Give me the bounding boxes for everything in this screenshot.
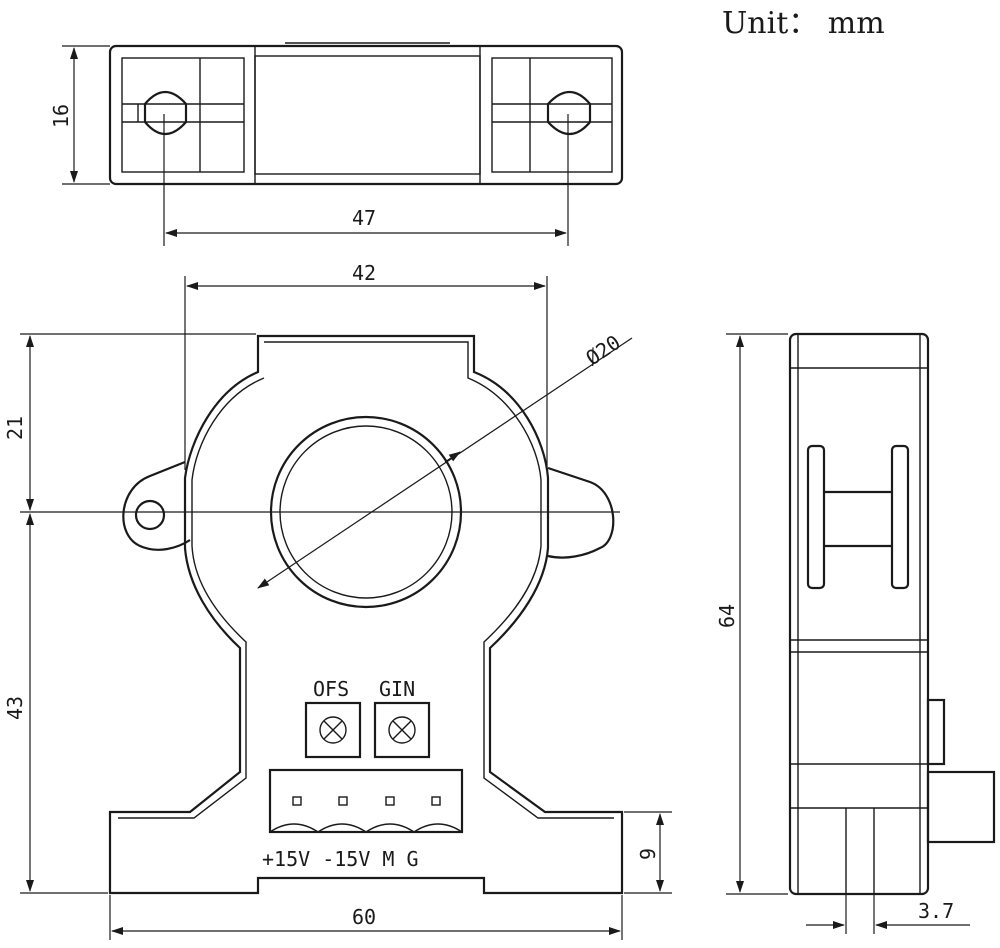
square-pin-icon <box>385 796 395 806</box>
top-view-outline <box>108 44 624 186</box>
dim-front-width-upper: 42 <box>352 261 376 285</box>
dim-lower-height: 43 <box>3 696 27 720</box>
dim-top-hole-pitch: 47 <box>352 206 376 230</box>
top-right-slot <box>546 90 592 136</box>
front-view-body <box>108 334 624 895</box>
ofs-potentiometer-frame <box>304 701 362 759</box>
ofs-label: OFS <box>313 677 349 701</box>
front-mounting-hole <box>134 499 166 531</box>
gin-label: GIN <box>379 677 415 701</box>
side-bobbin <box>806 444 910 590</box>
terminal-block <box>268 768 464 834</box>
front-right-ear <box>547 466 615 559</box>
circle-cross-icon <box>319 716 347 744</box>
side-terminal-plug <box>926 770 996 844</box>
top-view: 47 16 <box>49 42 624 246</box>
pin-labels: +15V -15V M G <box>262 847 419 871</box>
top-view-core <box>254 55 481 175</box>
dim-line-diameter <box>257 337 633 589</box>
square-pin-icon <box>338 796 348 806</box>
dim-side-pin: 3.7 <box>918 899 954 923</box>
dim-side-height: 64 <box>715 604 739 628</box>
side-view-outline <box>788 332 930 896</box>
front-view: 42 Ø20 21 43 OFS GIN <box>3 261 672 940</box>
dim-top-height: 16 <box>49 104 73 128</box>
square-pin-icon <box>431 796 441 806</box>
dim-base-width: 60 <box>352 905 376 929</box>
front-left-ear <box>122 460 191 551</box>
side-view: 64 3.7 <box>715 332 996 934</box>
dim-upper-height: 21 <box>3 416 27 440</box>
square-pin-icon <box>292 796 302 806</box>
circle-cross-icon <box>388 716 416 744</box>
dim-hole-diameter: Ø20 <box>581 330 624 370</box>
gin-potentiometer-frame <box>373 701 431 759</box>
side-connector-stub <box>926 698 946 766</box>
dim-base-height: 9 <box>636 848 660 860</box>
unit-label: Unit： mm <box>722 6 885 41</box>
top-left-slot <box>143 90 188 136</box>
